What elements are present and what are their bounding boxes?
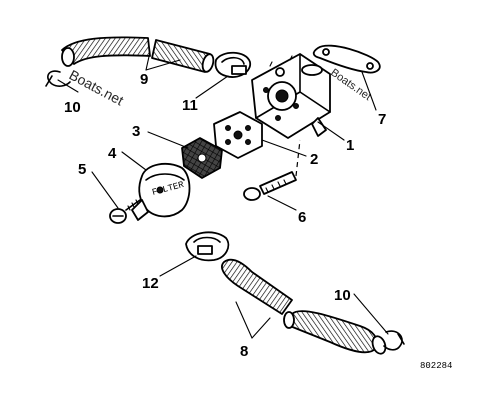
hose-clip-lower bbox=[383, 330, 405, 351]
callout-10-upper: 10 bbox=[64, 99, 81, 116]
callout-12: 12 bbox=[142, 275, 159, 292]
leader-lines bbox=[57, 51, 389, 339]
callout-9: 9 bbox=[140, 71, 148, 88]
callout-4: 4 bbox=[108, 145, 117, 162]
callout-5: 5 bbox=[78, 161, 86, 178]
cover-screw bbox=[109, 199, 141, 224]
mounting-bolt bbox=[243, 171, 297, 201]
callout-8: 8 bbox=[240, 343, 248, 360]
filter-cover: FILTER bbox=[131, 162, 191, 221]
lower-fuel-hoses bbox=[221, 258, 387, 355]
callout-3: 3 bbox=[132, 123, 140, 140]
callout-6: 6 bbox=[298, 209, 306, 226]
callout-10-lower: 10 bbox=[334, 287, 351, 304]
filter-screen bbox=[181, 137, 223, 179]
callout-1: 1 bbox=[346, 137, 354, 154]
callout-labels: 9 10 11 1 2 3 4 5 6 7 12 8 10 bbox=[64, 71, 386, 360]
assembly-alignment-line bbox=[295, 139, 301, 177]
hose-clamp-lower bbox=[185, 231, 230, 262]
upper-fuel-hose bbox=[61, 36, 215, 73]
diagram-part-number: 802284 bbox=[420, 361, 452, 371]
mounting-gasket bbox=[312, 44, 381, 74]
callout-7: 7 bbox=[378, 111, 386, 128]
hose-clip-upper bbox=[45, 70, 71, 87]
callout-11: 11 bbox=[182, 97, 198, 114]
hose-clamp-upper bbox=[214, 51, 251, 78]
fuel-pump-body bbox=[251, 53, 331, 139]
callout-2: 2 bbox=[310, 151, 318, 168]
